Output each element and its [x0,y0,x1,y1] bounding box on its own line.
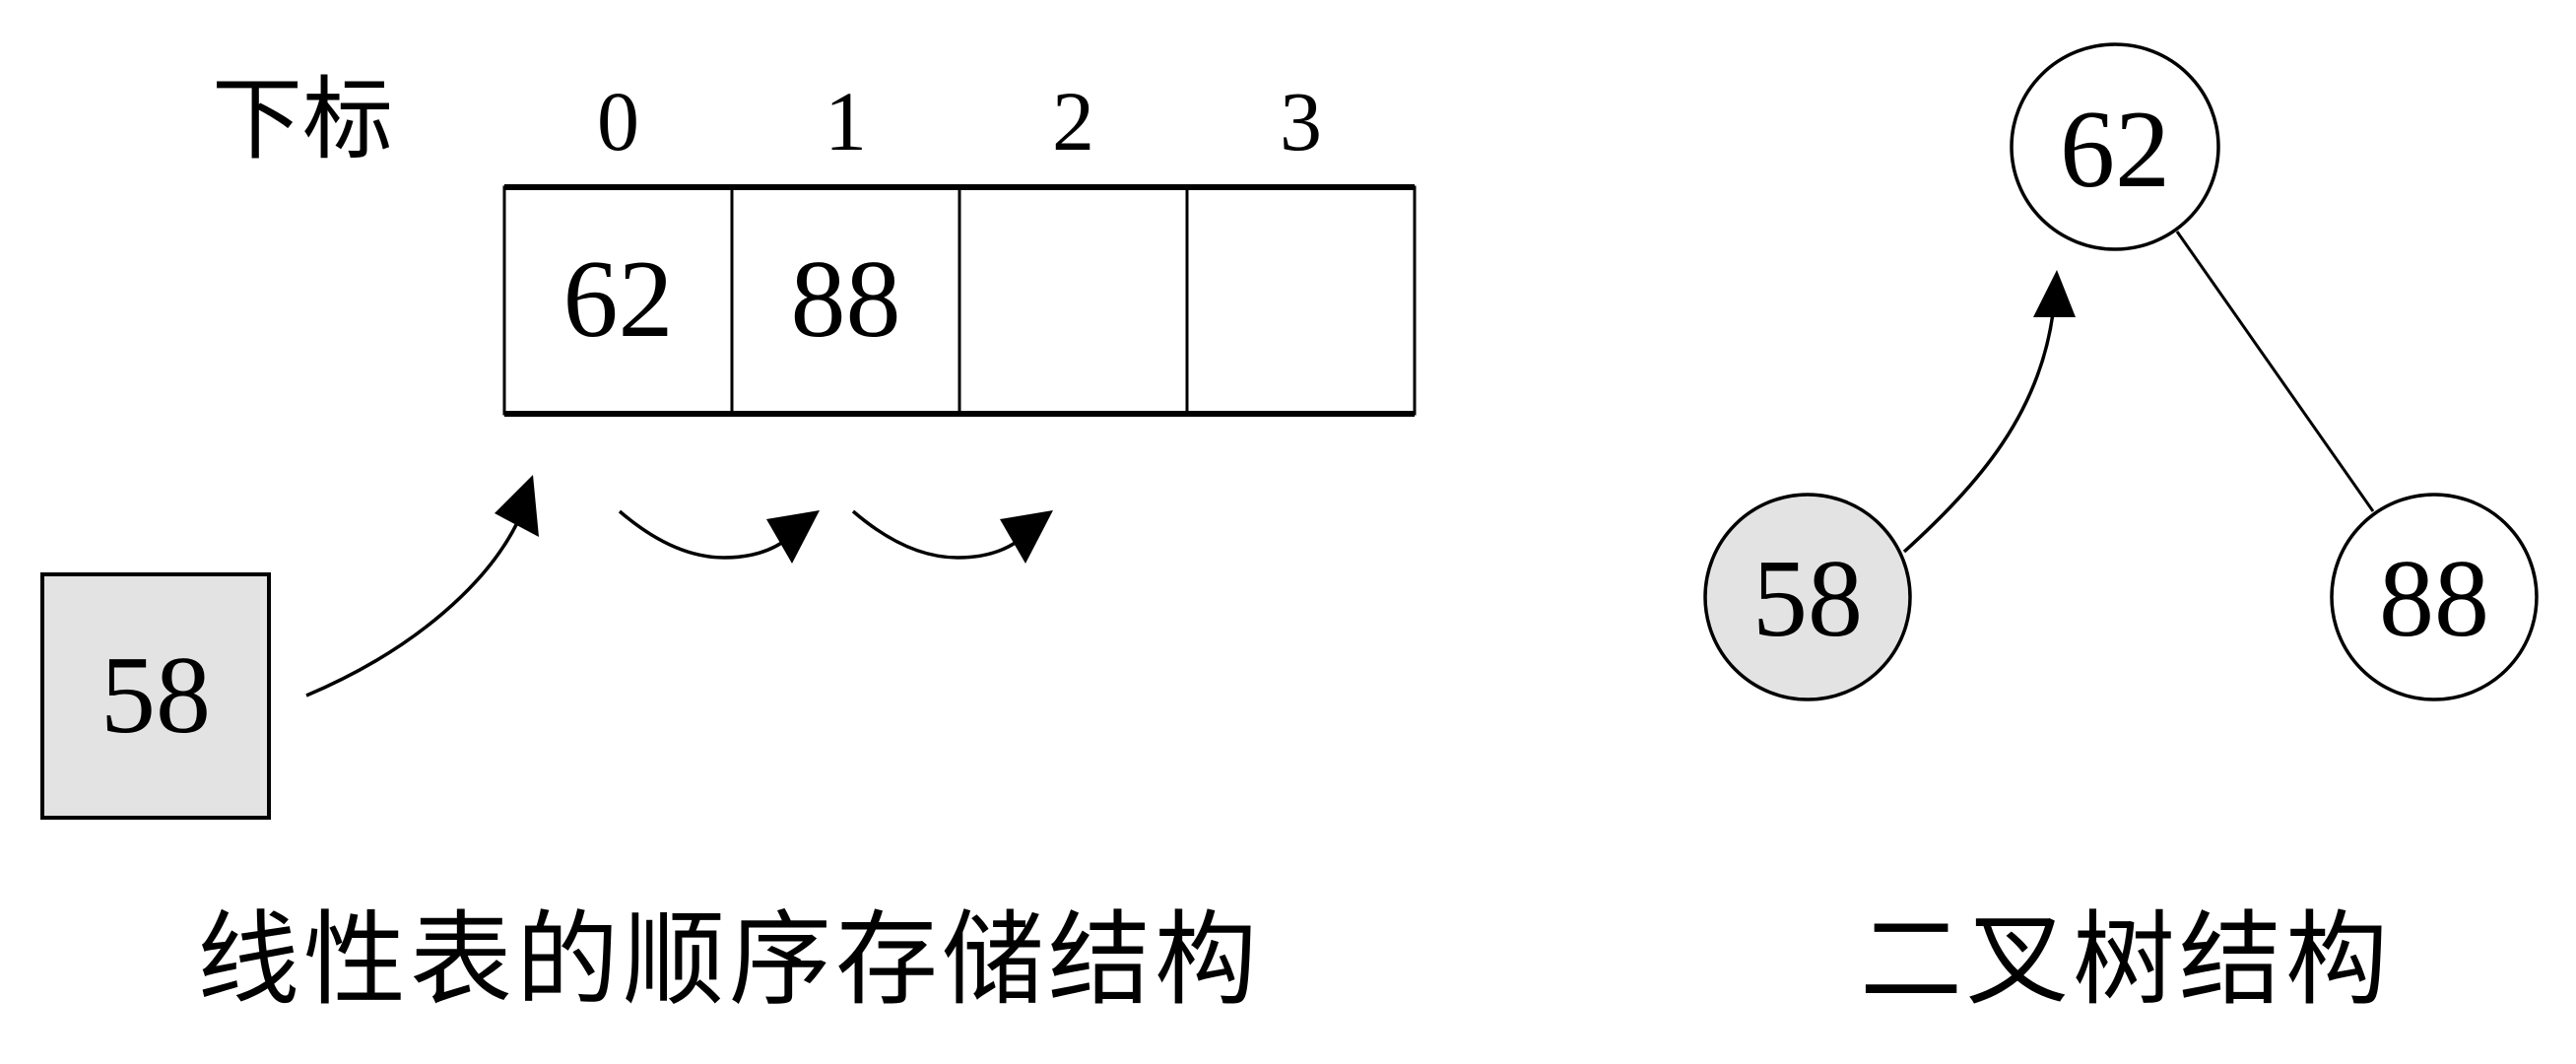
shift-arrow-icon [618,509,820,564]
binary-tree-caption: 二叉树结构 [1860,899,2393,1020]
shift-arrow-icon [851,509,1053,564]
index-label: 下标 [212,70,394,170]
index-0: 0 [597,74,639,168]
index-3: 3 [1280,74,1322,168]
tree-node-left: 58 [1703,493,1912,701]
index-1: 1 [825,74,867,168]
new-element-value: 58 [100,634,211,757]
node-value: 62 [2060,89,2170,211]
tree-insert-arrow-icon [1902,270,2076,554]
array-cell-0: 62 [562,238,674,361]
tree-node-root: 62 [2010,42,2220,251]
array-cell-3 [1187,186,1415,414]
tree-edge [2175,231,2375,512]
array-cell-2 [959,186,1187,414]
array-cell-1: 88 [790,238,901,361]
node-value: 58 [1752,538,1863,660]
array-box [502,184,1417,417]
index-2: 2 [1052,74,1094,168]
linear-list-caption: 线性表的顺序存储结构 [197,899,1262,1020]
tree-node-right: 88 [2330,493,2539,701]
node-value: 88 [2379,538,2489,660]
insert-arrow-icon [305,475,539,698]
new-element-box [40,572,271,820]
